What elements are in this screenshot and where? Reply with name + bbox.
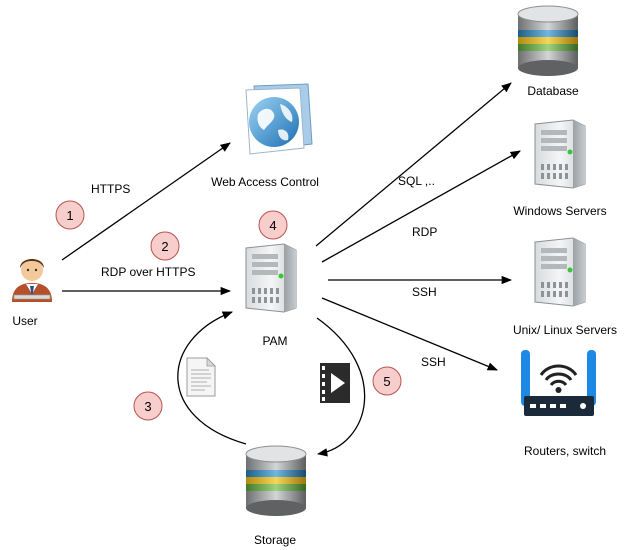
step-number: 1 [66,208,73,223]
node-label-user: User [12,314,37,328]
unix-server-icon [534,237,586,307]
user-icon [12,259,52,302]
video-icon [320,363,350,403]
edge-pam-to-storage [316,317,366,457]
label-ssh-unix: SSH [412,285,437,299]
label-sql: SQL ,.. [398,174,435,188]
edge-pam-to-routers [321,297,498,371]
step-badge-3: 3 [133,391,163,421]
document-icon [186,357,216,397]
pam-server-icon [245,243,297,313]
database-icon [517,5,579,77]
node-label-pam: PAM [262,334,287,348]
storage-database-icon [245,445,307,517]
step-badge-1: 1 [55,200,85,230]
edge-storage-to-pam [177,311,247,445]
router-icon [521,350,596,416]
connection-edges [61,82,521,457]
step-badge-5: 5 [372,366,402,396]
step-number: 4 [269,218,276,233]
label-ssh-routers: SSH [421,355,446,369]
label-https: HTTPS [91,182,130,196]
node-label-database: Database [527,84,579,98]
node-label-unix-linux-servers: Unix/ Linux Servers [513,323,617,337]
edge-user-to-wac [61,142,231,261]
label-rdp-over-https: RDP over HTTPS [101,265,195,279]
step-badge-2: 2 [150,231,180,261]
globe-document-icon [245,83,313,155]
step-number: 2 [161,239,168,254]
node-label-web-access-control: Web Access Control [211,175,319,189]
step-number: 5 [383,374,390,389]
node-label-routers-switch: Routers, switch [524,444,606,458]
node-label-storage: Storage [254,533,296,547]
label-rdp: RDP [412,225,437,239]
edge-pam-to-database [315,82,512,247]
windows-server-icon [534,119,586,189]
node-label-windows-servers: Windows Servers [513,204,606,218]
step-number: 3 [144,399,151,414]
step-badge-4: 4 [258,210,288,240]
edge-pam-to-windows [321,150,521,263]
